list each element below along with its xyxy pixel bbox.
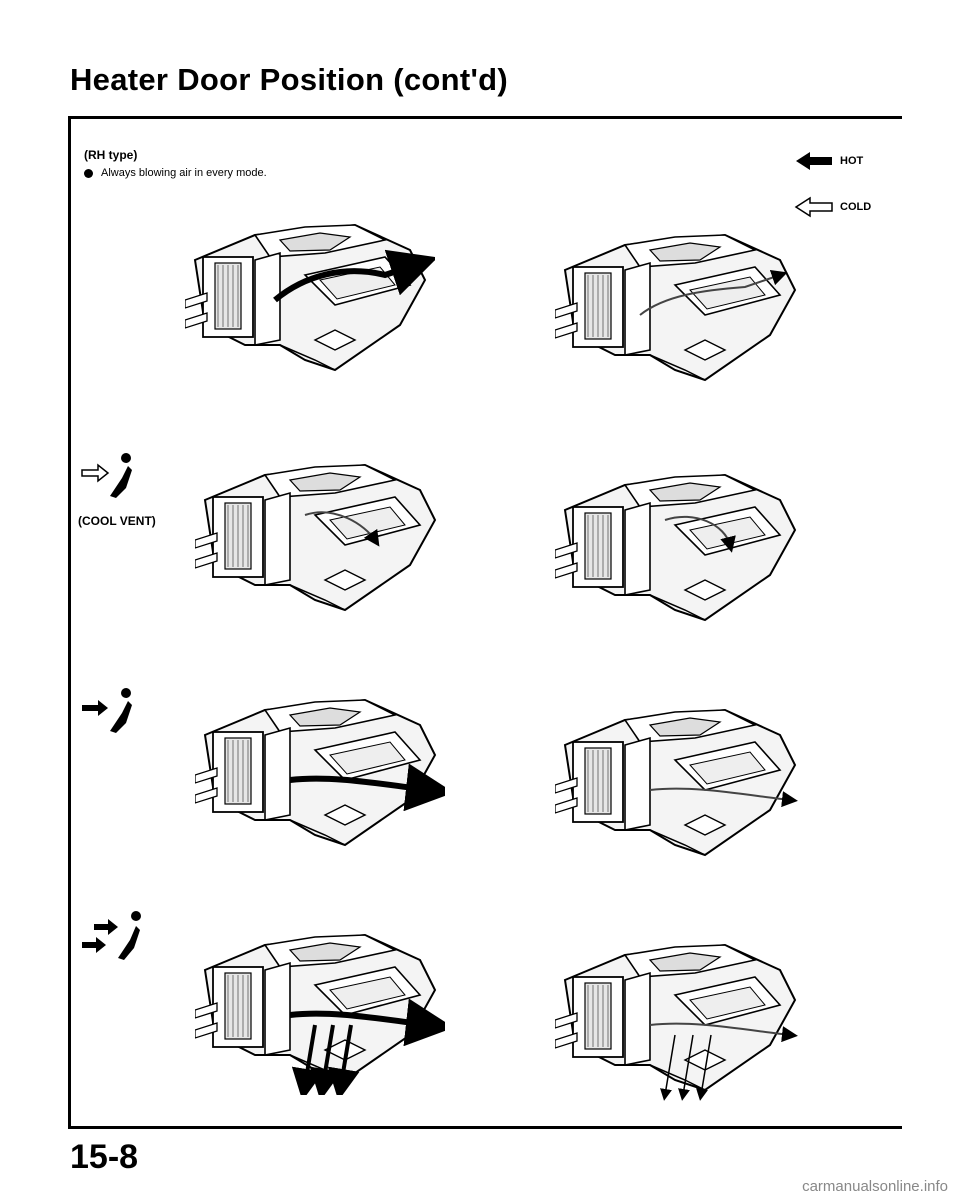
cold-airflow-arrow (304, 511, 380, 547)
bilevel-icon (82, 911, 141, 960)
frame-bottom-rule (68, 1126, 902, 1129)
outline-arrow-left-icon (794, 196, 833, 218)
page-number: 15-8 (70, 1138, 139, 1176)
hot-airflow-arrow (273, 249, 435, 303)
frame-top-rule (68, 116, 902, 119)
cold-airflow-arrow (649, 1022, 798, 1043)
floor-airflow-arrow (327, 1024, 360, 1095)
heater-unit-top-left (185, 224, 435, 371)
vent-icon (82, 688, 132, 733)
heater-unit-bilevel-left (195, 934, 445, 1095)
hot-airflow-arrow (289, 998, 445, 1047)
heater-unit-top-right (555, 234, 796, 381)
heater-unit-vent-right (555, 709, 798, 856)
legend-cold: COLD (794, 196, 871, 218)
note-row: Always blowing air in every mode. (84, 167, 267, 179)
legend-cold-label: COLD (840, 201, 872, 213)
floor-airflow-arrow (678, 1034, 694, 1101)
floor-airflow-arrow (309, 1024, 342, 1095)
legend-hot-label: HOT (840, 155, 864, 167)
vent-cool-icon (81, 453, 132, 498)
bullet-icon (84, 168, 93, 178)
mode-label-cool-vent: (COOL VENT) (78, 514, 156, 528)
heater-unit-vent-left (195, 699, 445, 846)
frame-left-rule (68, 116, 71, 1129)
cold-airflow-arrow (639, 270, 788, 316)
hot-airflow-arrow (289, 763, 445, 812)
type-label: (RH type) (84, 148, 138, 162)
heater-unit-coolvent-left (195, 464, 436, 611)
legend-hot: HOT (794, 150, 863, 172)
heater-unit-coolvent-right (555, 474, 796, 621)
heater-unit-bilevel-right (555, 944, 798, 1101)
page-title: Heater Door Position (cont'd) (70, 62, 509, 97)
floor-airflow-arrow (660, 1034, 676, 1101)
floor-airflow-arrow (696, 1034, 712, 1101)
floor-airflow-arrow (291, 1024, 324, 1095)
cold-airflow-arrow (649, 787, 798, 808)
cold-airflow-arrow (664, 515, 736, 553)
solid-arrow-left-icon (796, 152, 832, 170)
watermark: carmanualsonline.info (802, 1178, 948, 1195)
note-text: Always blowing air in every mode. (101, 167, 267, 179)
